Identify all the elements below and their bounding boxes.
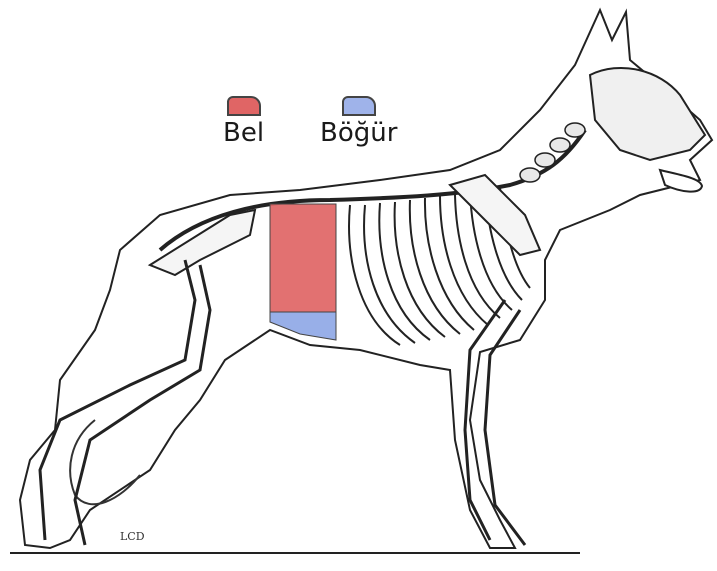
legend-label-bel: Bel [223, 120, 264, 146]
legend-swatch-bel [227, 96, 261, 116]
legend-swatch-bogur [342, 96, 376, 116]
bogur-region [270, 312, 336, 340]
hind-legs [40, 260, 210, 545]
legend-label-bogur: Böğür [320, 120, 397, 146]
pelvis-bone [150, 210, 255, 275]
legend-item-bel: Bel [223, 96, 264, 146]
scapula-bone [450, 175, 540, 255]
skull [590, 68, 705, 160]
legend-item-bogur: Böğür [320, 96, 397, 146]
signature-text: LCD [120, 530, 145, 543]
neck-vertebrae [520, 123, 585, 182]
dog-tail [70, 420, 140, 504]
bel-region [270, 204, 336, 312]
